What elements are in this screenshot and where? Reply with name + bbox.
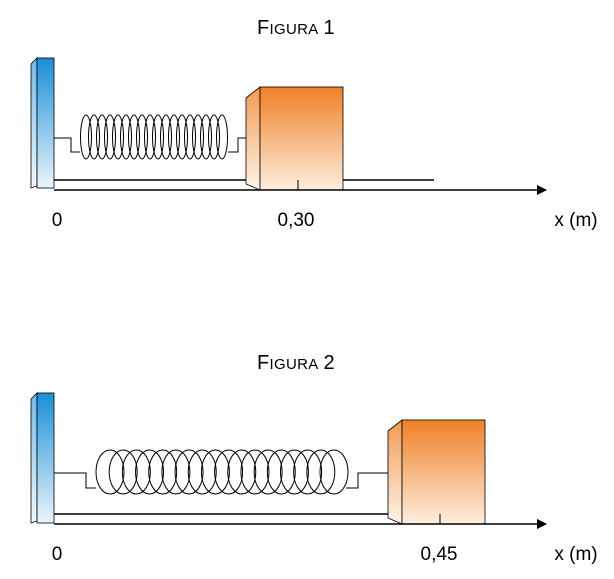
spring-coil (216, 114, 228, 160)
spring-coil (88, 114, 100, 160)
spring-coil (200, 449, 230, 495)
spring-coil (200, 114, 212, 160)
spring-coil (108, 449, 138, 495)
origin-label: 0 (52, 544, 63, 565)
block (245, 86, 344, 191)
spring-coil (227, 449, 257, 495)
spring-coil (253, 449, 283, 495)
spring (54, 449, 388, 495)
spring-coil (128, 114, 140, 160)
spring-coil (148, 449, 178, 495)
spring-coil (187, 449, 217, 495)
spring-coil (319, 449, 349, 495)
spring-coil (160, 114, 172, 160)
spring-coil (152, 114, 164, 160)
position-label: 0,30 (278, 210, 315, 231)
spring-coil (266, 449, 296, 495)
spring-coil (306, 449, 336, 495)
spring-coil (112, 114, 124, 160)
block (387, 419, 486, 525)
spring-coil (168, 114, 180, 160)
axis-label: x (m) (554, 544, 597, 565)
spring-coil (293, 449, 323, 495)
spring (54, 114, 246, 160)
spring-coil (96, 114, 108, 160)
spring-coil (120, 114, 132, 160)
spring-coil (279, 449, 309, 495)
position-label: 0,45 (421, 544, 458, 565)
spring-coil (174, 449, 204, 495)
origin-label: 0 (52, 210, 63, 231)
spring-coil (121, 449, 151, 495)
spring-coil (95, 449, 125, 495)
spring-coil (161, 449, 191, 495)
spring-coil (104, 114, 116, 160)
spring-coil (192, 114, 204, 160)
spring-coil (80, 114, 92, 160)
spring-coil (208, 114, 220, 160)
spring-coil (176, 114, 188, 160)
spring-coil (240, 449, 270, 495)
wall (30, 57, 55, 189)
spring-coil (214, 449, 244, 495)
spring-coil (184, 114, 196, 160)
wall (30, 392, 55, 524)
spring-coil (136, 114, 148, 160)
spring-coil (144, 114, 156, 160)
axis-label: x (m) (554, 210, 597, 231)
spring-coil (135, 449, 165, 495)
